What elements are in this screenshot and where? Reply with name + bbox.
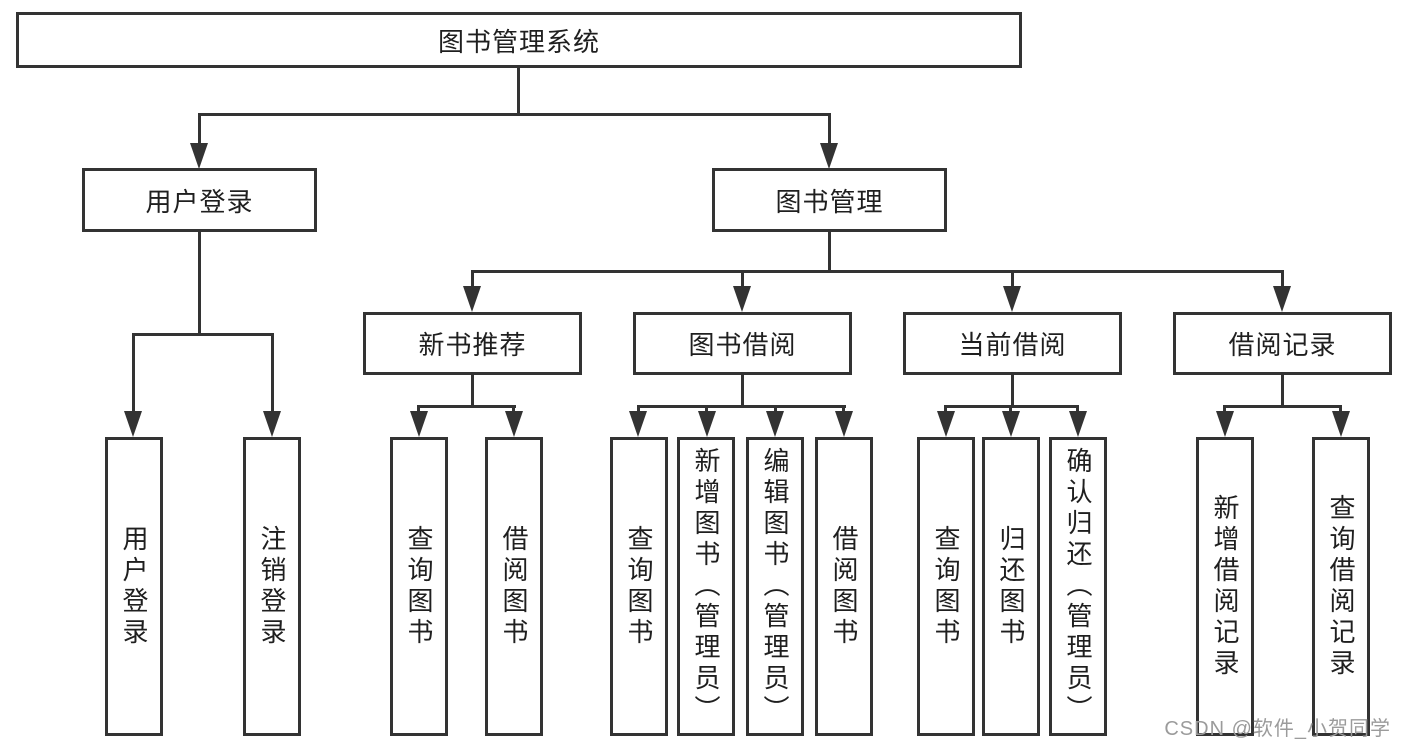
leaf-new-query-books: 查询图书 xyxy=(390,437,448,736)
arrowhead-borrow-edit xyxy=(766,411,784,437)
leaf-record-query-label: 查询借阅记录 xyxy=(1326,493,1356,680)
line-to-borrow-edit xyxy=(774,408,777,413)
leaf-borrow-add-books-admin: 新增图书（管理员） xyxy=(677,437,735,736)
arrowhead-book-borrow xyxy=(733,286,751,312)
leaf-borrow-add-books-admin-label: 新增图书（管理员） xyxy=(691,447,721,726)
line-to-current-return xyxy=(1009,408,1012,413)
line-to-user-login xyxy=(198,113,201,145)
arrowhead-leaf-logout xyxy=(263,411,281,437)
leaf-current-return-books: 归还图书 xyxy=(982,437,1040,736)
node-library-system-label: 图书管理系统 xyxy=(437,26,600,57)
node-book-borrow-label: 图书借阅 xyxy=(688,330,797,360)
leaf-current-return-books-label: 归还图书 xyxy=(996,524,1026,649)
line-to-new-book xyxy=(471,273,474,288)
leaf-record-query: 查询借阅记录 xyxy=(1312,437,1370,736)
leaf-current-query-books: 查询图书 xyxy=(917,437,975,736)
line-book-borrow-stem xyxy=(741,375,744,408)
leaf-new-query-books-label: 查询图书 xyxy=(404,524,434,649)
line-book-management-branch xyxy=(471,270,1284,273)
line-user-login-branch xyxy=(132,333,274,336)
line-to-book-borrow xyxy=(741,273,744,288)
arrowhead-borrow-borrow xyxy=(835,411,853,437)
arrowhead-leaf-user-login xyxy=(124,411,142,437)
arrowhead-current-borrow xyxy=(1003,286,1021,312)
leaf-logout: 注销登录 xyxy=(243,437,301,736)
leaf-current-confirm-return-admin: 确认归还（管理员） xyxy=(1049,437,1107,736)
line-to-book-management xyxy=(828,113,831,145)
leaf-user-login-label: 用户登录 xyxy=(119,524,149,649)
line-root-stem xyxy=(517,68,520,116)
line-to-record-query xyxy=(1339,408,1342,413)
line-book-borrow-branch xyxy=(637,405,846,408)
arrowhead-borrow-add xyxy=(698,411,716,437)
line-book-management-stem xyxy=(828,232,831,273)
leaf-borrow-borrow-books-label: 借阅图书 xyxy=(829,524,859,649)
arrowhead-new-query xyxy=(410,411,428,437)
leaf-borrow-query-books: 查询图书 xyxy=(610,437,668,736)
leaf-record-add-label: 新增借阅记录 xyxy=(1210,493,1240,680)
node-current-borrow-label: 当前借阅 xyxy=(958,330,1067,360)
leaf-borrow-query-books-label: 查询图书 xyxy=(624,524,654,649)
node-user-login-label: 用户登录 xyxy=(145,186,254,217)
arrowhead-book-management xyxy=(820,143,838,169)
leaf-borrow-borrow-books: 借阅图书 xyxy=(815,437,873,736)
line-root-branch xyxy=(198,113,831,116)
leaf-logout-label: 注销登录 xyxy=(257,524,287,649)
node-new-book-recommend-label: 新书推荐 xyxy=(418,330,527,360)
line-to-borrow-borrow xyxy=(842,408,845,413)
arrowhead-new-book xyxy=(463,286,481,312)
arrowhead-user-login xyxy=(190,143,208,169)
arrowhead-new-borrow xyxy=(505,411,523,437)
line-new-book-stem xyxy=(471,375,474,408)
line-current-borrow-stem xyxy=(1011,375,1014,408)
line-to-leaf-user-login xyxy=(132,336,135,413)
node-borrow-records: 借阅记录 xyxy=(1173,312,1392,375)
leaf-record-add: 新增借阅记录 xyxy=(1196,437,1254,736)
node-user-login: 用户登录 xyxy=(82,168,317,232)
arrowhead-current-return xyxy=(1002,411,1020,437)
line-user-login-stem xyxy=(198,232,201,336)
arrowhead-record-query xyxy=(1332,411,1350,437)
arrowhead-borrow-query xyxy=(629,411,647,437)
line-to-borrow-query xyxy=(637,408,640,413)
node-borrow-records-label: 借阅记录 xyxy=(1228,330,1337,360)
leaf-new-borrow-books: 借阅图书 xyxy=(485,437,543,736)
leaf-borrow-edit-books-admin-label: 编辑图书（管理员） xyxy=(760,447,790,726)
line-borrow-records-stem xyxy=(1281,375,1284,408)
line-borrow-records-branch xyxy=(1223,405,1342,408)
node-current-borrow: 当前借阅 xyxy=(903,312,1122,375)
leaf-user-login: 用户登录 xyxy=(105,437,163,736)
line-to-new-borrow xyxy=(512,408,515,413)
line-current-borrow-branch xyxy=(944,405,1079,408)
node-library-system: 图书管理系统 xyxy=(16,12,1022,68)
csdn-watermark: CSDN @软件_小贺同学 xyxy=(1164,718,1391,740)
line-to-borrow-add xyxy=(705,408,708,413)
arrowhead-borrow-records xyxy=(1273,286,1291,312)
leaf-current-confirm-return-admin-label: 确认归还（管理员） xyxy=(1063,447,1093,726)
line-to-new-query xyxy=(417,408,420,413)
line-to-current-confirm xyxy=(1076,408,1079,413)
arrowhead-record-add xyxy=(1216,411,1234,437)
leaf-current-query-books-label: 查询图书 xyxy=(931,524,961,649)
arrowhead-current-confirm xyxy=(1069,411,1087,437)
line-to-leaf-logout xyxy=(271,336,274,413)
line-to-borrow-records xyxy=(1281,273,1284,288)
line-to-current-query xyxy=(944,408,947,413)
leaf-new-borrow-books-label: 借阅图书 xyxy=(499,524,529,649)
line-to-current-borrow xyxy=(1011,273,1014,288)
line-new-book-branch xyxy=(417,405,516,408)
node-book-borrow: 图书借阅 xyxy=(633,312,852,375)
node-book-management: 图书管理 xyxy=(712,168,947,232)
arrowhead-current-query xyxy=(937,411,955,437)
line-to-record-add xyxy=(1223,408,1226,413)
node-book-management-label: 图书管理 xyxy=(775,186,884,217)
node-new-book-recommend: 新书推荐 xyxy=(363,312,582,375)
leaf-borrow-edit-books-admin: 编辑图书（管理员） xyxy=(746,437,804,736)
